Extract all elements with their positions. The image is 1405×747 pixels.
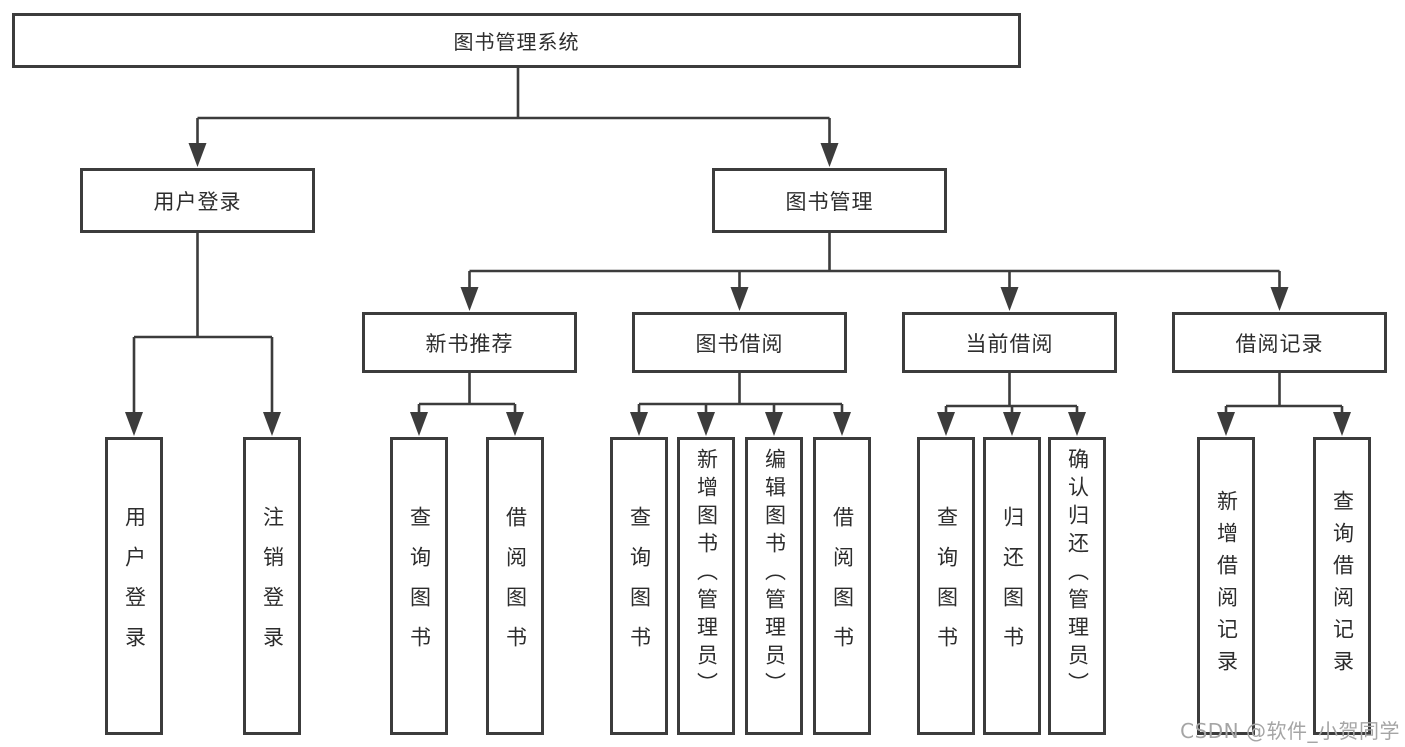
node-current-borrow: 当前借阅 [902, 312, 1117, 373]
leaf-add-borrow-record: 新增借阅记录 [1197, 437, 1255, 735]
node-current-borrow-label: 当前借阅 [965, 331, 1054, 356]
leaf-query-books-current-label: 查询图书 [934, 506, 959, 666]
node-book-management: 图书管理 [712, 168, 947, 233]
node-book-management-label: 图书管理 [785, 189, 874, 214]
leaf-add-books-admin-label: 新增图书（管理员） [694, 448, 719, 700]
csdn-watermark: CSDN @软件_小贺同学 [1180, 719, 1400, 743]
node-user-login-label: 用户登录 [153, 189, 242, 214]
leaf-query-borrow-record: 查询借阅记录 [1313, 437, 1371, 735]
node-root-label: 图书管理系统 [453, 30, 580, 54]
node-book-borrow: 图书借阅 [632, 312, 847, 373]
leaf-query-books-current: 查询图书 [917, 437, 975, 735]
leaf-return-books-label: 归还图书 [1000, 506, 1025, 666]
leaf-logout-login-label: 注销登录 [260, 506, 285, 666]
leaf-return-books: 归还图书 [983, 437, 1041, 735]
leaf-query-books-borrow: 查询图书 [610, 437, 668, 735]
leaf-edit-books-admin-label: 编辑图书（管理员） [762, 448, 787, 700]
leaf-add-borrow-record-label: 新增借阅记录 [1214, 490, 1239, 682]
leaf-query-books-recommend-label: 查询图书 [407, 506, 432, 666]
leaf-edit-books-admin: 编辑图书（管理员） [745, 437, 803, 735]
leaf-query-borrow-record-label: 查询借阅记录 [1330, 490, 1355, 682]
node-borrow-records: 借阅记录 [1172, 312, 1387, 373]
leaf-query-books-recommend: 查询图书 [390, 437, 448, 735]
node-root: 图书管理系统 [12, 13, 1021, 68]
node-new-book-recommend: 新书推荐 [362, 312, 577, 373]
leaf-user-login: 用户登录 [105, 437, 163, 735]
leaf-confirm-return-admin: 确认归还（管理员） [1048, 437, 1106, 735]
node-book-borrow-label: 图书借阅 [695, 331, 784, 356]
leaf-query-books-borrow-label: 查询图书 [627, 506, 652, 666]
leaf-borrow-books-recommend: 借阅图书 [486, 437, 544, 735]
leaf-confirm-return-admin-label: 确认归还（管理员） [1065, 448, 1090, 700]
leaf-borrow-books-recommend-label: 借阅图书 [503, 506, 528, 666]
node-borrow-records-label: 借阅记录 [1235, 331, 1324, 356]
node-user-login: 用户登录 [80, 168, 315, 233]
leaf-user-login-label: 用户登录 [122, 506, 147, 666]
leaf-logout-login: 注销登录 [243, 437, 301, 735]
node-new-book-recommend-label: 新书推荐 [425, 331, 514, 356]
leaf-borrow-books-borrow-label: 借阅图书 [830, 506, 855, 666]
leaf-borrow-books-borrow: 借阅图书 [813, 437, 871, 735]
leaf-add-books-admin: 新增图书（管理员） [677, 437, 735, 735]
